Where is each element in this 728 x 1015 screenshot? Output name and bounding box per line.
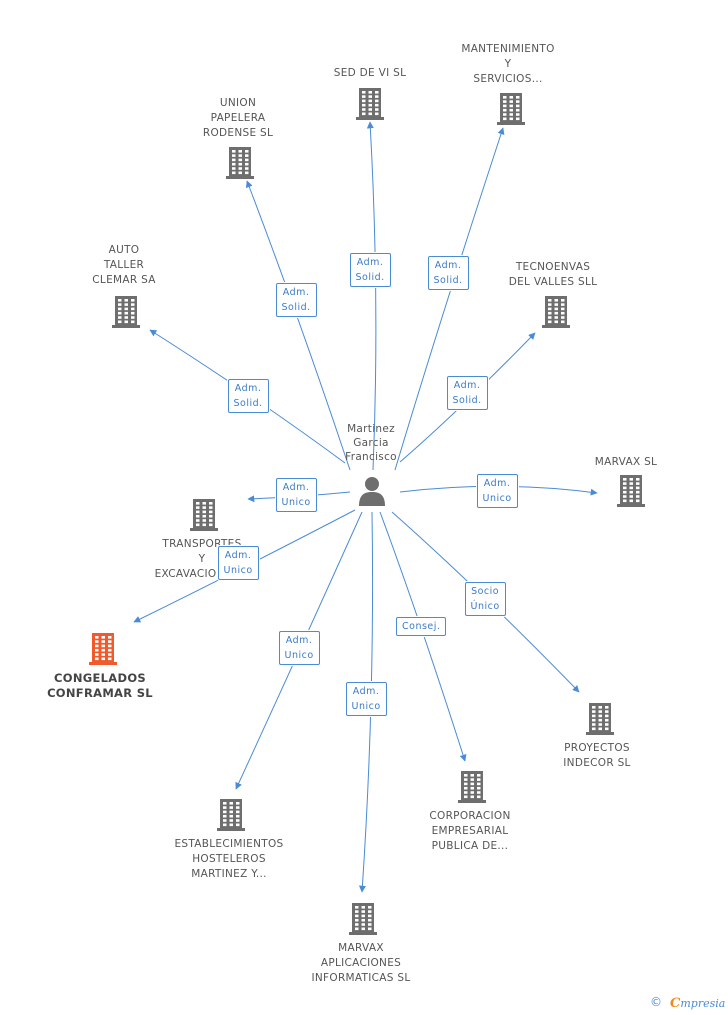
building-icon[interactable] bbox=[216, 797, 246, 835]
building-icon[interactable] bbox=[189, 497, 219, 535]
building-icon[interactable] bbox=[541, 294, 571, 332]
company-label-establecimientos[interactable]: ESTABLECIMIENTOS HOSTELEROS MARTINEZ Y..… bbox=[174, 838, 284, 880]
relation-badge-tecnoenvas[interactable]: Adm. Solid. bbox=[446, 376, 488, 410]
edge-sed-de-vi bbox=[366, 121, 377, 471]
building-icon[interactable] bbox=[585, 701, 615, 739]
copyright-icon: © bbox=[650, 995, 662, 1009]
person-icon[interactable] bbox=[358, 476, 386, 506]
edge-corporacion bbox=[379, 511, 467, 762]
relation-badge-sed-de-vi[interactable]: Adm. Solid. bbox=[349, 253, 391, 287]
company-label-sed-de-vi[interactable]: SED DE VI SL bbox=[333, 67, 407, 79]
company-label-mantenimiento[interactable]: MANTENIMIENTO Y SERVICIOS... bbox=[461, 43, 555, 85]
person-name-label[interactable]: Martinez Garcia Francisco bbox=[345, 423, 397, 463]
relation-badge-mantenimiento[interactable]: Adm. Solid. bbox=[427, 256, 469, 290]
edge-mantenimiento bbox=[394, 127, 505, 471]
building-icon[interactable] bbox=[348, 901, 378, 939]
building-icon[interactable] bbox=[225, 145, 255, 183]
building-icon[interactable] bbox=[111, 294, 141, 332]
building-icon[interactable] bbox=[616, 473, 646, 511]
relation-badge-corporacion[interactable]: Consej. bbox=[396, 616, 447, 636]
relation-badge-congelados[interactable]: Adm. Unico bbox=[217, 546, 259, 580]
building-icon[interactable] bbox=[496, 91, 526, 129]
relation-badge-marvax-aplicaciones[interactable]: Adm. Unico bbox=[345, 682, 387, 716]
company-label-auto-taller[interactable]: AUTO TALLER CLEMAR SA bbox=[92, 244, 156, 286]
edge-union-papelera bbox=[245, 180, 351, 471]
relation-badge-auto-taller[interactable]: Adm. Solid. bbox=[227, 379, 269, 413]
relation-badge-transportes[interactable]: Adm. Unico bbox=[275, 478, 317, 512]
company-label-marvax[interactable]: MARVAX SL bbox=[594, 456, 658, 468]
relation-badge-proyectos[interactable]: Socio Único bbox=[464, 582, 506, 616]
company-label-corporacion[interactable]: CORPORACION EMPRESARIAL PUBLICA DE... bbox=[429, 810, 511, 852]
company-label-marvax-aplicaciones[interactable]: MARVAX APLICACIONES INFORMATICAS SL bbox=[311, 942, 411, 984]
company-label-union-papelera[interactable]: UNION PAPELERA RODENSE SL bbox=[202, 97, 274, 139]
relation-badge-establecimientos[interactable]: Adm. Unico bbox=[278, 631, 320, 665]
relation-badge-union-papelera[interactable]: Adm. Solid. bbox=[275, 283, 317, 317]
building-icon[interactable] bbox=[355, 86, 385, 124]
empresia-logo[interactable]: Cmpresia bbox=[670, 996, 726, 1011]
company-label-proyectos[interactable]: PROYECTOS INDECOR SL bbox=[563, 742, 631, 769]
building-icon[interactable] bbox=[88, 631, 118, 669]
company-label-congelados[interactable]: CONGELADOS CONFRAMAR SL bbox=[47, 671, 153, 700]
building-icon[interactable] bbox=[457, 769, 487, 807]
relation-badge-marvax[interactable]: Adm. Unico bbox=[476, 474, 518, 508]
company-label-tecnoenvas[interactable]: TECNOENVAS DEL VALLES SLL bbox=[508, 261, 598, 288]
